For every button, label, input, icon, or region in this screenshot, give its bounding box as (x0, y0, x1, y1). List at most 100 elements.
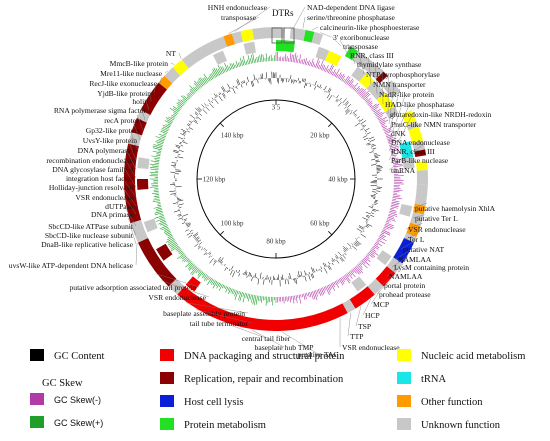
gc-content-bar (318, 85, 320, 88)
gc-content-bar (320, 269, 322, 272)
gc-skew-bar (371, 103, 380, 110)
gc-content-bar (374, 157, 379, 159)
gc-skew-bar (284, 53, 287, 62)
gc-content-bar (353, 243, 358, 247)
gc-content-bar (209, 252, 212, 256)
gene-label: transposase (221, 13, 257, 22)
gc-skew-bar (203, 77, 209, 83)
label-leader (150, 91, 152, 102)
gc-skew-bar (351, 84, 355, 89)
gc-skew-bar (159, 225, 168, 230)
gc-skew-bar (295, 55, 298, 63)
gc-skew-bar (197, 81, 202, 88)
legend-swatch (397, 372, 411, 384)
outer-gene-arc (231, 31, 244, 45)
gc-skew-bar (303, 293, 306, 300)
label-leader (125, 149, 137, 170)
gene-label: putative NAT (403, 245, 444, 254)
label-leader (281, 331, 319, 355)
gc-skew-bar (382, 125, 388, 129)
scale-tick-label: 80 kbp (266, 238, 286, 246)
gc-skew-bar (363, 257, 368, 262)
gc-content-bar (369, 151, 374, 153)
gc-content-bar (220, 261, 223, 264)
gc-skew-bar (381, 232, 385, 235)
gc-content-bar (226, 90, 229, 94)
gc-skew-bar (359, 89, 366, 96)
gc-content-bar (260, 74, 262, 80)
gc-skew-bar (393, 165, 403, 167)
gc-content-bar (186, 232, 191, 236)
label-leader (339, 39, 349, 56)
gc-content-bar (173, 209, 181, 213)
gc-skew-bar (367, 101, 373, 105)
gc-content-bar (338, 102, 342, 107)
gene-label: HAD-like phosphatase (385, 100, 455, 109)
gc-skew-bar (250, 58, 252, 64)
gc-content-bar (339, 97, 342, 101)
gc-skew-bar (167, 123, 171, 126)
gc-content-bar (257, 278, 260, 285)
gc-skew-bar (366, 254, 370, 257)
gc-skew-bar (310, 291, 314, 300)
outer-gene-arc (140, 82, 168, 115)
gc-skew-bar (388, 139, 396, 143)
gc-skew-bar (177, 105, 182, 109)
gc-skew-bar (355, 265, 364, 274)
gc-skew-bar (167, 240, 176, 246)
gc-content-bar (188, 120, 193, 124)
gc-skew-bar (150, 160, 160, 163)
gc-skew-bar (343, 75, 349, 83)
gc-content-bar (304, 78, 306, 83)
label-leader (388, 81, 395, 125)
gc-skew-bar (224, 62, 229, 72)
gc-skew-bar (289, 52, 292, 62)
gc-content-bar (371, 144, 376, 147)
gc-skew-bar (337, 279, 340, 283)
gc-skew-bar (156, 209, 163, 212)
gc-content-bar (374, 202, 378, 204)
gc-content-bar (201, 246, 203, 248)
gc-content-bar (199, 242, 202, 245)
gc-content-bar (345, 102, 349, 106)
gc-content-bar (257, 79, 259, 84)
scale-tick (219, 231, 224, 236)
gc-skew-bar (375, 111, 383, 117)
gc-content-bar (223, 92, 226, 97)
gc-skew-bar (242, 292, 246, 303)
gc-skew-bar (376, 240, 380, 243)
gc-content-bar (209, 258, 214, 264)
gc-skew-bar (239, 62, 242, 67)
gc-skew-bar (212, 69, 218, 77)
gc-skew-bar (326, 285, 331, 294)
gene-label: serine/threonine phosphatase (307, 13, 396, 22)
outer-gene-arc (240, 28, 254, 42)
gene-label: NAD-dependent DNA ligase (307, 3, 395, 12)
gc-skew-bar (171, 114, 176, 118)
gc-content-bar (227, 90, 230, 93)
gc-skew-bar (187, 263, 194, 270)
gc-content-bar (250, 81, 253, 87)
gc-content-bar (358, 226, 364, 230)
label-leader (127, 217, 137, 236)
gc-skew-bar (310, 58, 314, 67)
gc-skew-bar (297, 59, 299, 64)
gc-skew-bar (183, 257, 189, 263)
gc-skew-bar (218, 283, 222, 288)
outer-gene-arc (349, 286, 375, 309)
gc-content-bar (339, 257, 344, 262)
gc-skew-bar (368, 102, 373, 107)
gc-skew-bar (378, 236, 387, 242)
label-leader (127, 140, 137, 161)
gc-skew-bar (392, 197, 403, 200)
gene-label: glutaredoxin-like NRDH-redoxin (390, 110, 492, 119)
gc-skew-bar (377, 115, 383, 119)
label-leader (302, 16, 306, 29)
gc-skew-bar (187, 92, 192, 97)
gene-label: putative haemolysin XhlA (415, 204, 496, 213)
gc-skew-bar (194, 80, 201, 89)
gc-skew-bar (251, 294, 254, 303)
gc-content-bar (221, 93, 226, 99)
gc-content-bar (181, 222, 185, 225)
